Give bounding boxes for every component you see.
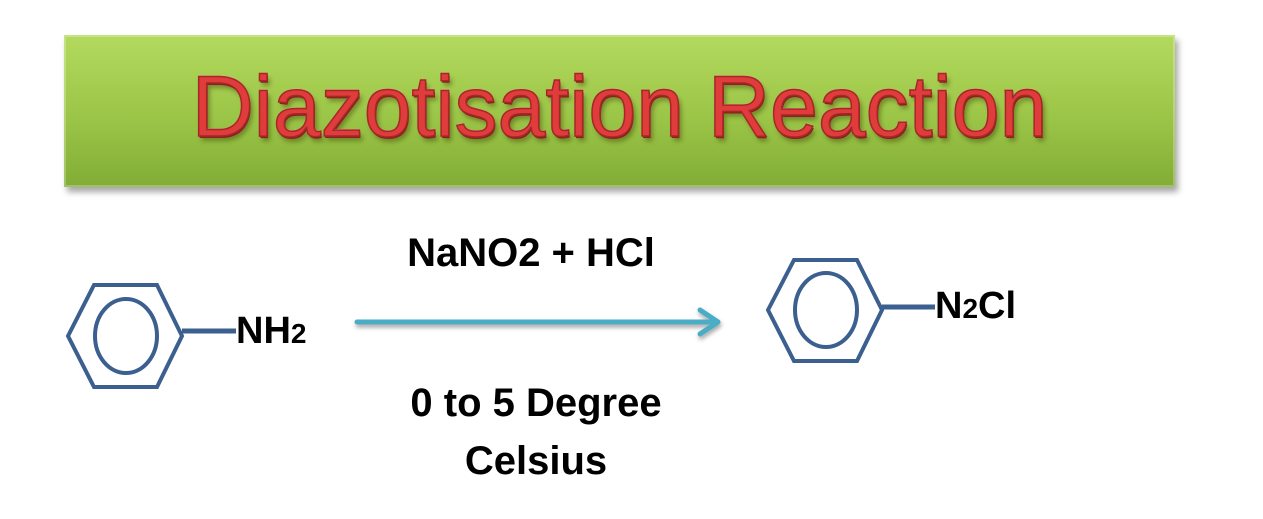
diazonium-group-label: N2Cl	[935, 285, 1016, 327]
reagents-label: NaNO2 + HCl	[407, 231, 655, 275]
title-banner: Diazotisation Reaction	[64, 35, 1175, 187]
conditions-line1: 0 to 5 Degree	[410, 381, 661, 425]
aniline-benzene-ring	[65, 283, 236, 389]
conditions-line2: Celsius	[465, 439, 607, 483]
reaction-arrow	[354, 307, 721, 337]
amine-group-label: NH2	[236, 310, 306, 352]
diazonium-benzene-ring	[765, 258, 935, 363]
title: Diazotisation Reaction	[191, 58, 1048, 156]
